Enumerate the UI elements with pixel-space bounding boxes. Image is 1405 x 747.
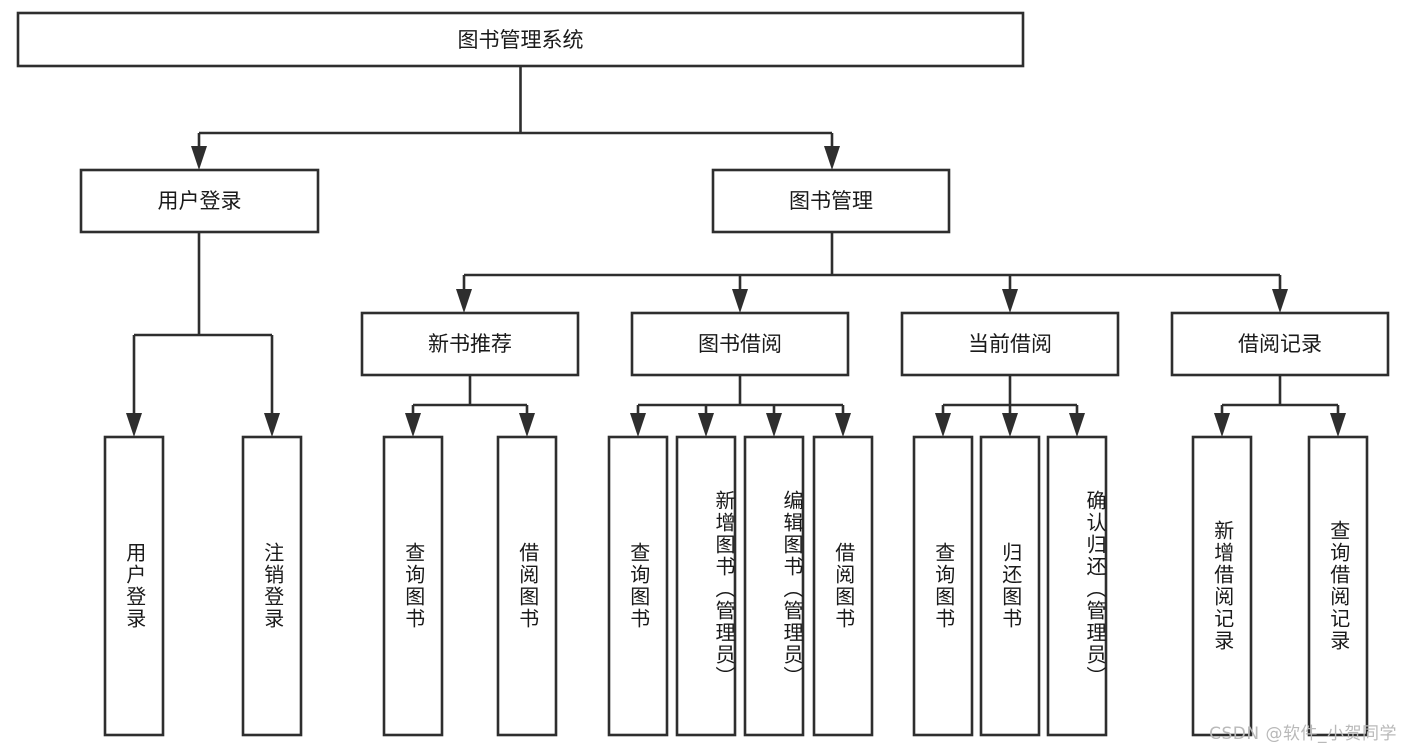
arrowhead-leaf-borrow-book-2 (835, 413, 851, 437)
arrowhead-leaf-query-record (1330, 413, 1346, 437)
arrowhead-leaf-return-book (1002, 413, 1018, 437)
arrowhead-leaf-add-book (698, 413, 714, 437)
node-box-leaf-query-book-1[interactable] (382, 435, 444, 737)
node-box-new-book-recommend[interactable] (360, 311, 580, 377)
arrowhead-leaf-logout (264, 413, 280, 437)
arrowhead-new-book-rec (456, 289, 472, 313)
node-box-book-borrow[interactable] (630, 311, 850, 377)
node-label-root: 图书管理系统 (458, 28, 584, 52)
node-label-current-borrow: 当前借阅 (968, 332, 1052, 356)
node-box-leaf-add-record[interactable] (1191, 435, 1253, 737)
arrowhead-book-borrow (732, 289, 748, 313)
node-box-leaf-query-record[interactable] (1307, 435, 1369, 737)
arrowhead-leaf-edit-book (766, 413, 782, 437)
node-box-leaf-query-book-3[interactable] (912, 435, 974, 737)
node-box-leaf-edit-book[interactable] (743, 435, 805, 737)
connector-group-bookborrow-to-leaves (630, 375, 851, 437)
node-box-user-login[interactable] (79, 168, 320, 234)
node-box-leaf-borrow-book-2[interactable] (812, 435, 874, 737)
arrowhead-borrow-record (1272, 289, 1288, 313)
connector-group-userlogin-to-leaves (126, 232, 280, 437)
node-label-borrow-record: 借阅记录 (1238, 332, 1322, 356)
node-box-leaf-borrow-book-1[interactable] (496, 435, 558, 737)
node-box-leaf-query-book-2[interactable] (607, 435, 669, 737)
arrowhead-leaf-query-book-3 (935, 413, 951, 437)
arrowhead-book-mgmt (824, 146, 840, 170)
node-box-root[interactable] (16, 11, 1025, 68)
node-box-leaf-add-book[interactable] (675, 435, 737, 737)
arrowhead-leaf-query-book-1 (405, 413, 421, 437)
node-box-leaf-logout[interactable] (241, 435, 303, 737)
arrowhead-leaf-query-book-2 (630, 413, 646, 437)
connector-group-newbook-to-leaves (405, 375, 535, 437)
connector-group-root-to-level2 (191, 66, 840, 170)
node-box-current-borrow[interactable] (900, 311, 1120, 377)
node-box-leaf-confirm-return[interactable] (1046, 435, 1108, 737)
arrowhead-user-login (191, 146, 207, 170)
connector-group-currentborrow-to-leaves (935, 375, 1085, 437)
node-label-new-book-recommend: 新书推荐 (428, 332, 512, 356)
node-box-book-management[interactable] (711, 168, 951, 234)
arrowhead-leaf-borrow-book-1 (519, 413, 535, 437)
node-box-leaf-return-book[interactable] (979, 435, 1041, 737)
connector-group-borrowrecord-to-leaves (1214, 375, 1346, 437)
arrowhead-leaf-user-login (126, 413, 142, 437)
arrowhead-leaf-add-record (1214, 413, 1230, 437)
watermark-text: CSDN @软件_小贺同学 (1209, 724, 1397, 744)
node-label-user-login: 用户登录 (158, 189, 242, 213)
arrowhead-current-borrow (1002, 289, 1018, 313)
node-label-book-management: 图书管理 (789, 189, 873, 213)
connector-group-bookmgmt-to-level3 (456, 232, 1288, 313)
arrowhead-leaf-confirm-return (1069, 413, 1085, 437)
node-label-book-borrow: 图书借阅 (698, 332, 782, 356)
node-box-borrow-record[interactable] (1170, 311, 1390, 377)
node-box-leaf-user-login[interactable] (103, 435, 165, 737)
